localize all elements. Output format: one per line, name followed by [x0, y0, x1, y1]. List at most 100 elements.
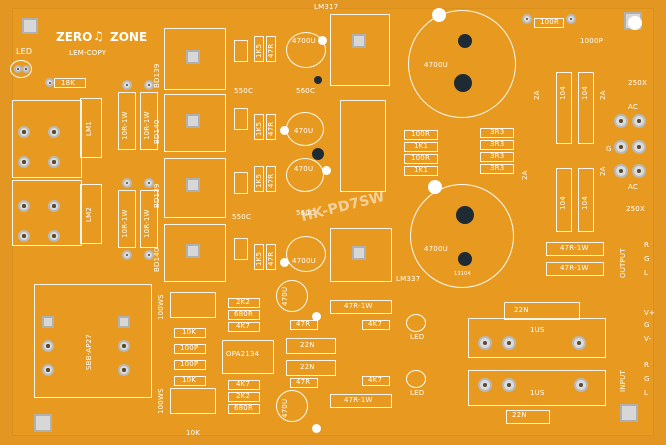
label-100r-top: 100R	[540, 18, 560, 26]
resistor-680r-b	[228, 404, 260, 414]
label-13104: 13104	[454, 271, 471, 277]
capacitor-22n-e	[506, 410, 550, 424]
label-470u-f: 470U	[281, 398, 289, 418]
capacitor-terminal	[454, 74, 472, 92]
label-10r-c: 10R-1W	[121, 209, 129, 238]
label-led-tl: LED	[16, 47, 33, 56]
marker-dot	[428, 180, 442, 194]
label-1k5-a: 1K5	[255, 43, 263, 58]
label-lm2: LM2	[85, 207, 93, 222]
resistor-18k	[54, 78, 86, 88]
capacitor-22n-c	[286, 360, 336, 376]
label-1k5-b: 1K5	[255, 121, 263, 136]
marker-dot	[322, 166, 331, 175]
resistor-3r3-b	[480, 140, 514, 150]
label-470u-b: 470U	[294, 127, 314, 135]
pad	[48, 126, 60, 138]
label-10k-a: 10K	[182, 328, 197, 336]
label-1us-b: 1US	[530, 389, 545, 397]
label-100p-a: 100P	[180, 344, 199, 352]
heatsink-pad	[186, 50, 200, 64]
capacitor-hole	[314, 76, 322, 84]
label-47r-c: 47R	[267, 173, 275, 188]
pad	[574, 378, 588, 392]
transistor-bd139-a	[164, 28, 226, 90]
heatsink-pad	[186, 114, 200, 128]
label-2k2-b: 2K2	[236, 392, 251, 400]
resistor-100r-top	[534, 18, 564, 28]
resistor-1k5-d	[254, 244, 264, 270]
pad	[48, 200, 60, 212]
label-inp-r: R	[644, 361, 650, 369]
resistor-10r-c	[118, 190, 136, 248]
resistor-47r-1w-d	[330, 394, 392, 408]
capacitor-4700u-bottom	[410, 184, 514, 288]
resistor-2k2-b	[228, 392, 260, 402]
pad	[502, 378, 516, 392]
marker-dot	[280, 126, 289, 135]
regulator-lm337	[330, 228, 392, 282]
pad	[45, 78, 54, 87]
label-47r-a: 47R	[267, 43, 275, 58]
label-10r-a: 10R-1W	[121, 111, 129, 140]
resistor-10r-a	[118, 92, 136, 150]
pad	[18, 230, 30, 242]
label-3r3-d: 3R3	[490, 164, 505, 172]
label-2k2-a: 2K2	[236, 298, 251, 306]
label-47r-1w-d: 47R-1W	[344, 396, 373, 404]
capacitor-1us-a	[468, 318, 606, 358]
label-22n-a: 22N	[514, 306, 529, 314]
label-100r-a: 100R	[411, 130, 431, 138]
label-lm317: LM317	[314, 3, 339, 11]
label-560c-a: 560C	[296, 87, 316, 95]
resistor-10r-b	[140, 92, 158, 150]
resistor-1k5-b	[254, 114, 264, 140]
pad	[18, 156, 30, 168]
label-250x-bottom: 250X	[626, 205, 645, 213]
resistor-47r-1w-b	[546, 262, 604, 276]
label-4700u-bottom: 4700U	[424, 245, 448, 253]
resistor-47r-1w-c	[330, 300, 392, 314]
ac-terminal-1	[614, 114, 628, 128]
label-250x-top: 250X	[628, 79, 647, 87]
capacitor-22n-b	[286, 338, 336, 354]
resistor-3r3-c	[480, 152, 514, 162]
label-47r-1w-a: 47R-1W	[560, 244, 589, 252]
regulator-pad	[352, 34, 366, 48]
pad	[478, 336, 492, 350]
marker-dot	[312, 312, 321, 321]
label-inp-l: L	[644, 389, 649, 397]
brand-right: ZONE	[110, 30, 148, 44]
brand-left: ZERO	[56, 30, 93, 44]
resistor-47r-d	[266, 244, 276, 270]
label-4700u-top: 4700U	[424, 61, 448, 69]
label-opa2134: OPA2134	[226, 350, 260, 358]
regulator-pad	[352, 246, 366, 260]
transistor-pins-d	[234, 238, 248, 260]
capacitor-100p-b	[174, 360, 206, 370]
led-tl	[10, 60, 32, 78]
capacitor-terminal	[456, 206, 474, 224]
resistor-47r-1w-a	[546, 242, 604, 256]
inductor-lm2	[80, 184, 102, 244]
resistor-10k-b	[174, 376, 206, 386]
label-104-d: 104	[581, 196, 589, 210]
inductor-lm1	[80, 98, 102, 158]
label-1k5-d: 1K5	[255, 251, 263, 266]
resistor-10r-d	[140, 190, 158, 248]
label-4700u-d: 4700U	[292, 257, 316, 265]
resistor-47r-c	[266, 166, 276, 192]
resistor-1k5-c	[254, 166, 264, 192]
marker-dot	[628, 16, 642, 30]
label-22n-e: 22N	[512, 411, 527, 419]
pad	[572, 336, 586, 350]
resistor-100r-a	[404, 130, 438, 140]
label-22n-b: 22N	[300, 341, 315, 349]
label-trimmer-b: 100WS	[157, 388, 165, 414]
label-4k7-c: 4K7	[368, 320, 383, 328]
label-104-b: 104	[581, 86, 589, 100]
pad	[122, 178, 132, 188]
capacitor-470u-e	[276, 280, 308, 312]
label-2a-d: 2A	[599, 166, 607, 176]
